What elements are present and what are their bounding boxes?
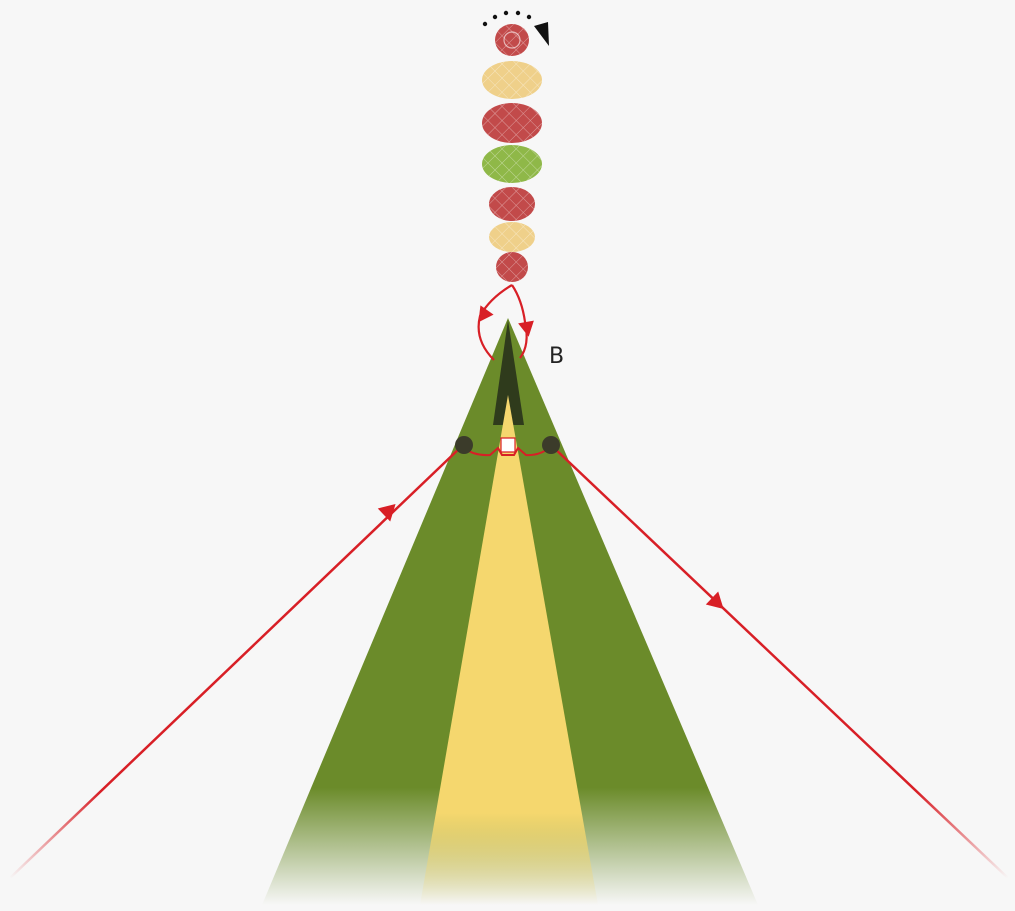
core-notch <box>501 438 515 452</box>
arrowhead-icon <box>472 305 494 326</box>
bead-stack <box>482 24 542 282</box>
bead-4 <box>482 145 542 183</box>
bead-2 <box>482 61 542 99</box>
knot-left <box>455 436 473 454</box>
bead-1 <box>495 24 529 56</box>
arrowhead-icon <box>378 497 402 521</box>
bead-3 <box>482 103 542 143</box>
knot-right <box>542 436 560 454</box>
bead-7 <box>496 252 528 282</box>
bead-5 <box>489 187 535 221</box>
label-b: B <box>549 344 564 369</box>
bead-6 <box>489 222 535 252</box>
